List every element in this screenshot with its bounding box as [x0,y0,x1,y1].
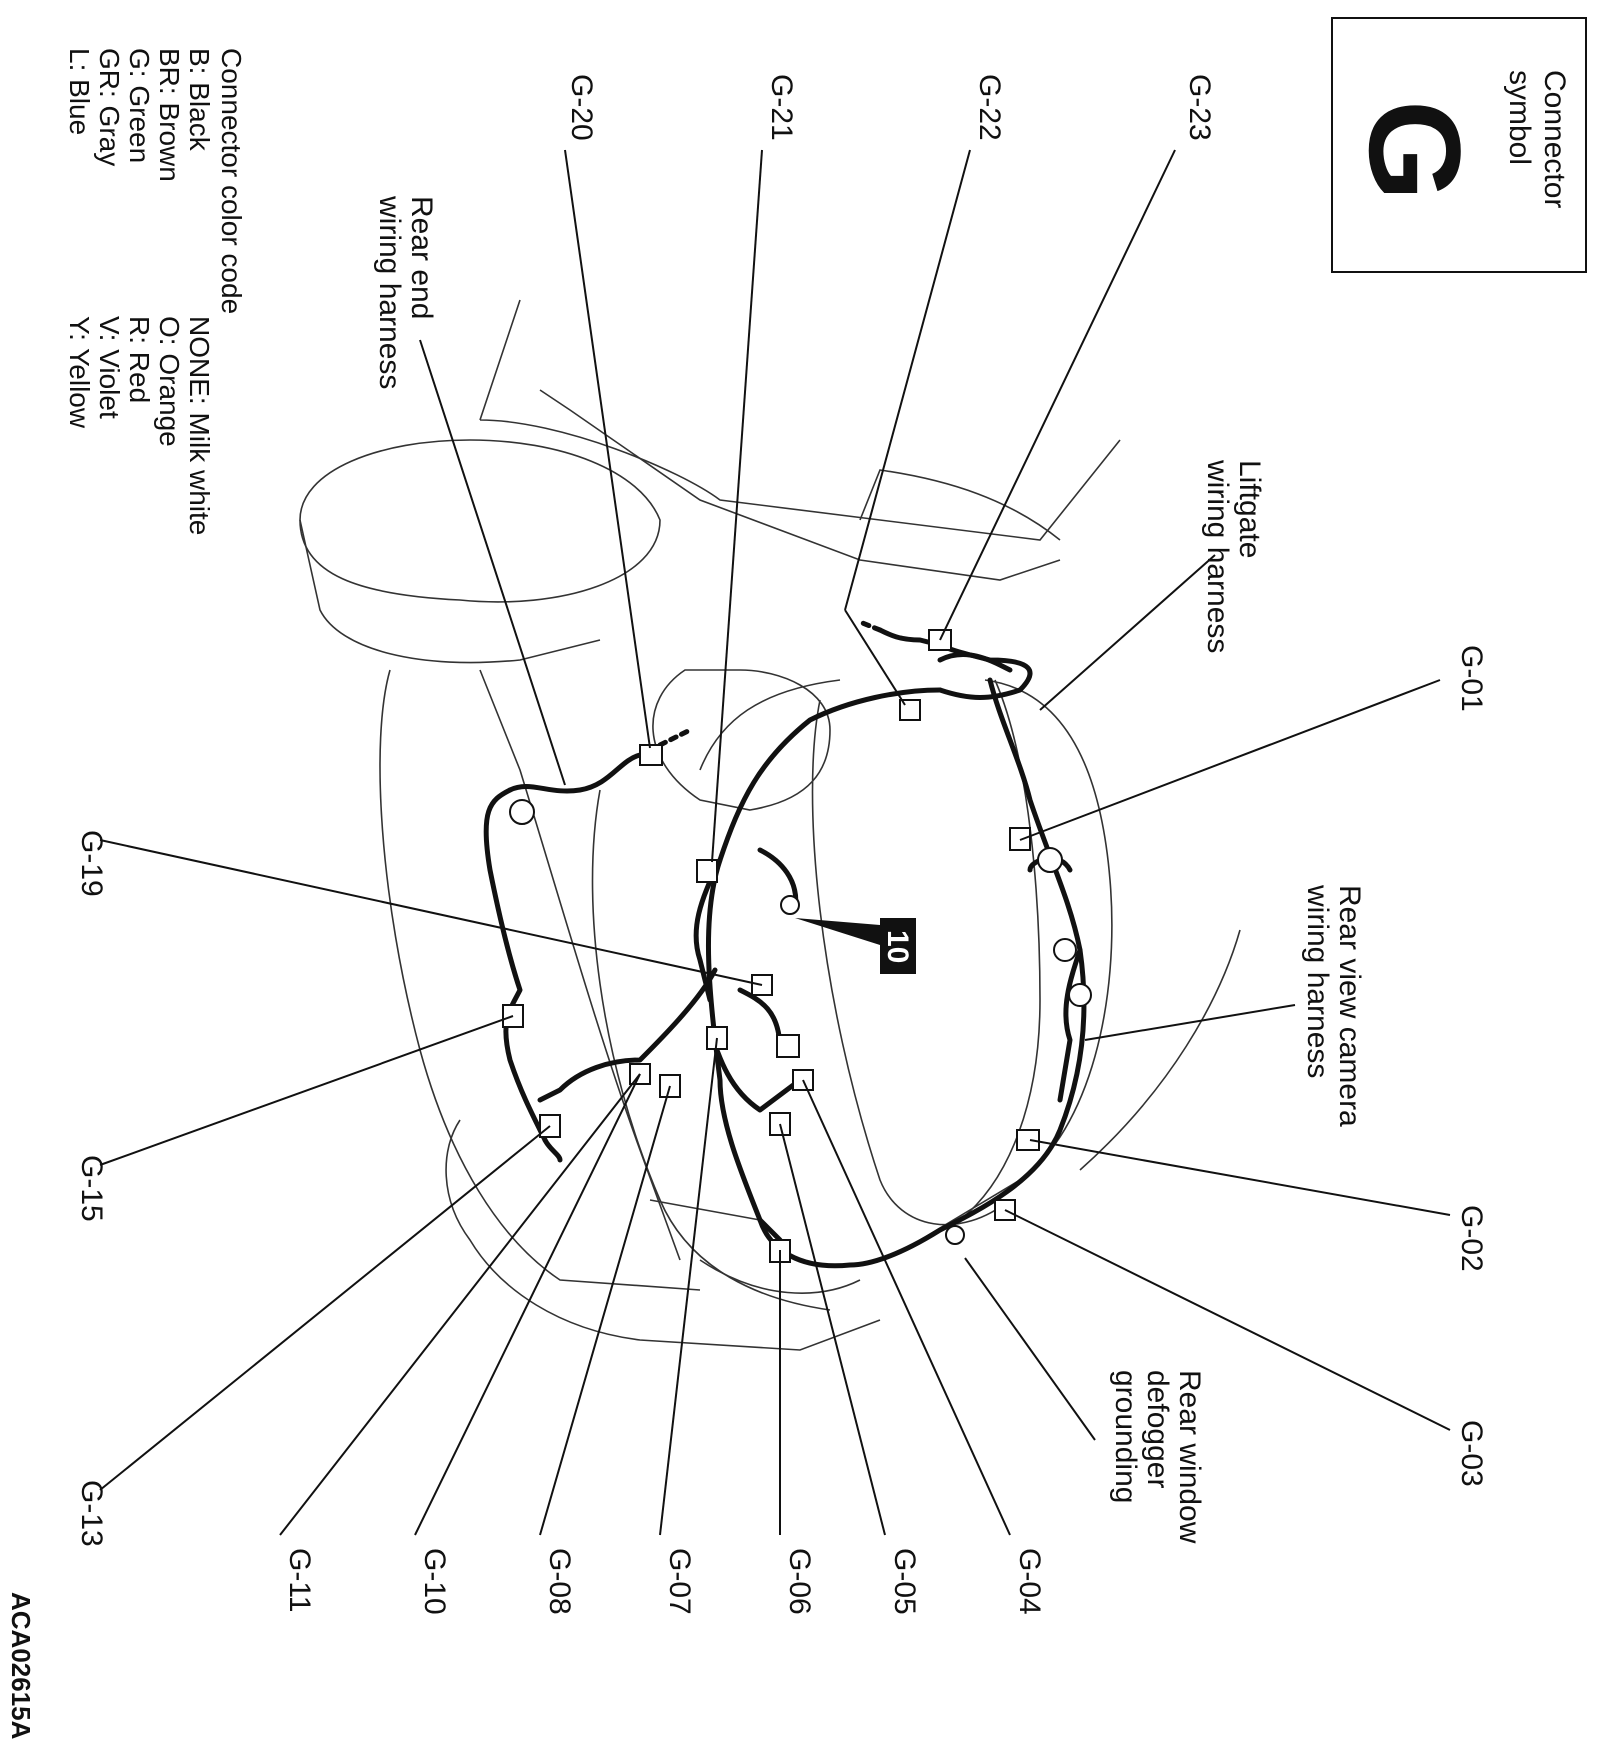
harness-wires [483,619,1087,1269]
label-g05: G-05 [888,1548,921,1615]
color-code-left-1: BR: Brown [154,48,185,182]
connector-mark-g21[interactable] [696,859,718,883]
color-code-right-3: V: Violet [94,316,125,419]
label-g08: G-08 [543,1548,576,1615]
connector-marks [502,629,1092,1263]
color-code-title: Connector color code [216,48,247,314]
rear-end-harness-line2: wiring harness [373,195,406,389]
defogger-ground-terminal [945,1225,965,1245]
label-g10: G-10 [418,1548,451,1615]
label-g07: G-07 [663,1548,696,1615]
rear-end-harness-line1: Rear end [405,196,438,319]
rear-view-camera-harness-line2: wiring harness [1301,884,1334,1078]
label-g02: G-02 [1455,1205,1488,1272]
connector-mark-g10-wire[interactable] [776,1034,800,1058]
clip-camera [1068,983,1092,1007]
connector-symbol-box: Connector symbol G [1331,17,1587,273]
ground-marker: 10 [795,918,916,974]
label-g23: G-23 [1183,74,1216,141]
ground-marker-pointer [795,918,880,945]
symbol-title-line1: Connector [1538,70,1571,208]
label-g22: G-22 [973,74,1006,141]
harness-labels: Liftgate wiring harness Rear view camera… [373,195,1366,1544]
color-code-right-0: NONE: Milk white [184,316,215,535]
color-code-left-4: L: Blue [64,48,95,135]
liftgate-harness-line2: wiring harness [1201,459,1234,653]
connector-mark-g20[interactable] [639,744,663,766]
label-g03: G-03 [1455,1420,1488,1487]
label-g15: G-15 [75,1155,108,1222]
rear-window-defogger-line1: Rear window [1173,1370,1206,1544]
connector-mark-g02[interactable] [1016,1129,1040,1151]
label-g04: G-04 [1013,1548,1046,1615]
ground-marker-label: 10 [881,930,914,963]
connector-labels: G-23 G-22 G-21 G-20 G-01 G-02 G-03 G-04 … [75,74,1488,1615]
ground-marker-box [880,918,916,974]
figure-id: ACA02615AB [6,1592,36,1739]
clip-upper [1037,847,1063,873]
color-code-left-3: GR: Gray [94,48,125,166]
vehicle-body-outline [299,299,1241,1351]
color-code-left-2: G: Green [124,48,155,163]
liftgate-harness-line1: Liftgate [1233,460,1266,558]
symbol-title-line2: symbol [1503,70,1536,165]
clip-camera-upper [1053,938,1077,962]
label-g13: G-13 [75,1480,108,1547]
label-g21: G-21 [765,74,798,141]
color-code-right-4: Y: Yellow [64,316,95,429]
label-g01: G-01 [1455,645,1488,712]
symbol-letter: G [1342,100,1488,201]
rear-window-defogger-line2: defogger [1141,1370,1174,1488]
ground-ring-terminal-left [509,799,535,825]
rear-view-camera-harness-line1: Rear view camera [1333,885,1366,1127]
color-code-right-2: R: Red [124,316,155,403]
label-g06: G-06 [783,1548,816,1615]
color-code-right-1: O: Orange [154,316,185,447]
leader-lines [99,149,1451,1536]
rear-window-defogger-line3: grounding [1109,1370,1142,1503]
color-code-left-0: B: Black [184,48,215,152]
label-g19: G-19 [75,830,108,897]
color-code-legend: Connector color code B: Black BR: Brown … [64,48,247,535]
label-g20: G-20 [565,74,598,141]
label-g11: G-11 [283,1548,316,1612]
symbol-box-frame [1331,17,1587,273]
ground-ring-terminal-center [780,895,800,915]
